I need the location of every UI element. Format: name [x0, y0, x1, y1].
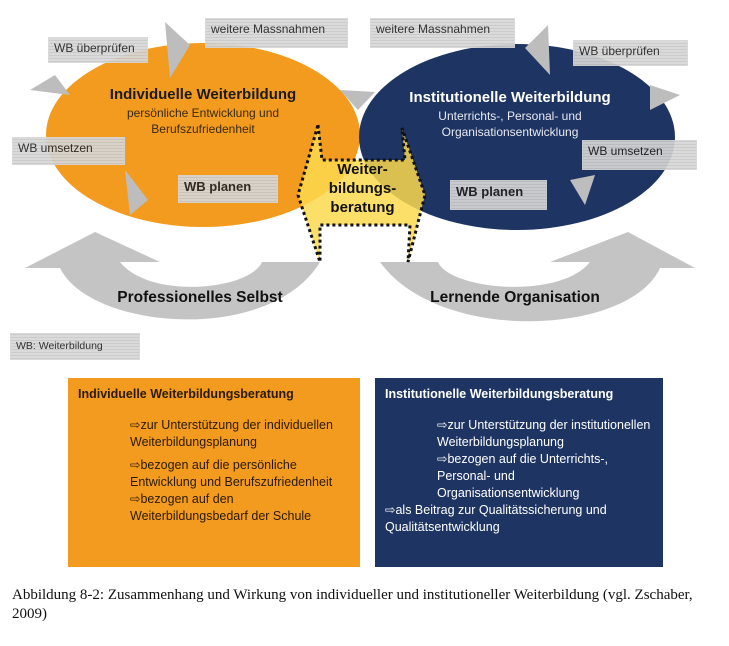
- left-label-more-measures: weitere Massnahmen: [205, 18, 348, 48]
- legend-abbreviation: WB: Weiterbildung: [10, 333, 140, 360]
- institutional-item: ⇨bezogen auf die Unterrichts-, Personal-…: [437, 452, 608, 500]
- right-label-plan: WB planen: [450, 180, 547, 210]
- right-label-more-measures: weitere Massnahmen: [370, 18, 515, 48]
- institutional-item: ⇨als Beitrag zur Qualitätssicherung und …: [385, 503, 607, 534]
- right-label-check: WB überprüfen: [573, 40, 688, 66]
- right-curved-arrow: [380, 232, 695, 322]
- individual-counseling-title: Individuelle Weiterbildungsberatung: [78, 387, 294, 401]
- diagram-shapes: [25, 22, 695, 322]
- left-label-plan: WB planen: [178, 175, 278, 203]
- cycle-arrowheads: [30, 22, 680, 215]
- institutional-counseling-title: Institutionelle Weiterbildungsberatung: [385, 387, 614, 401]
- institutional-item: ⇨zur Unterstützung der institutionellen …: [437, 418, 651, 449]
- individual-ellipse: [46, 43, 360, 227]
- learning-organisation-label: Lernende Organisation: [430, 289, 600, 306]
- professional-self-label: Professionelles Selbst: [117, 289, 283, 306]
- individual-subtitle-1: persönliche Entwicklung und: [126, 106, 280, 120]
- left-curved-arrow: [25, 232, 320, 320]
- left-label-check: WB überprüfen: [48, 37, 148, 63]
- individual-item: ⇨bezogen auf den Weiterbildungsbedarf de…: [130, 492, 312, 523]
- individual-subtitle-2: Berufszufriedenheit: [151, 122, 255, 136]
- counseling-line-2: bildungs-: [328, 180, 397, 197]
- institutional-subtitle-2: Organisationsentwicklung: [441, 125, 579, 139]
- individual-item: ⇨bezogen auf die persönliche Entwicklung…: [130, 458, 333, 489]
- figure-caption: Abbildung 8-2: Zusammenhang und Wirkung …: [12, 587, 693, 622]
- institutional-subtitle-1: Unterrichts-, Personal- und: [438, 109, 582, 123]
- counseling-label: Weiter- bildungs- beratung: [305, 160, 420, 217]
- counseling-line-1: Weiter-: [337, 161, 388, 178]
- individual-item: ⇨zur Unterstützung der individuellen Wei…: [130, 418, 333, 449]
- counseling-hexagon: [296, 124, 427, 263]
- institutional-ellipse: [359, 44, 675, 230]
- institutional-counseling-box: Institutionelle Weiterbildungsberatung ⇨…: [375, 378, 663, 567]
- institutional-title: Institutionelle Weiterbildung: [409, 89, 611, 106]
- individual-title: Individuelle Weiterbildung: [109, 86, 297, 103]
- counseling-line-3: beratung: [330, 199, 395, 216]
- right-label-implement: WB umsetzen: [582, 140, 697, 170]
- individual-counseling-box: Individuelle Weiterbildungsberatung ⇨zur…: [68, 378, 360, 567]
- left-label-implement: WB umsetzen: [12, 137, 125, 165]
